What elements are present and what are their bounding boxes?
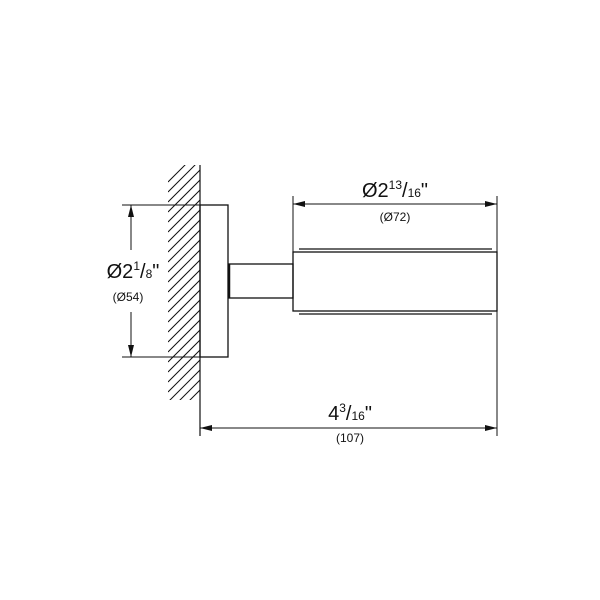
body-diameter-metric: (Ø72) <box>380 210 411 224</box>
hatch-line <box>168 319 200 353</box>
hatch-line <box>168 239 200 273</box>
hatch-line <box>168 299 200 333</box>
hatch-line <box>168 289 200 323</box>
hatch-line <box>179 379 200 400</box>
hatch-line <box>168 169 200 203</box>
hatch-line <box>168 179 200 213</box>
hatch-line <box>168 339 200 373</box>
hatch-line <box>189 389 200 400</box>
dimension-flange-diameter <box>122 204 200 358</box>
projection-metric: (107) <box>336 431 364 445</box>
hatch-line <box>168 430 200 462</box>
body-diameter-label: Ø213/16" <box>362 178 428 202</box>
hatch-line <box>199 399 200 400</box>
wall-hatching <box>168 165 200 462</box>
hatch-line <box>168 165 186 183</box>
projection-label: 43/16" <box>328 401 372 425</box>
hatch-line <box>168 249 200 283</box>
knob-body <box>292 251 498 312</box>
dimension-body-diameter <box>292 196 498 436</box>
flange-diameter-metric: (Ø54) <box>113 290 144 304</box>
hatch-line <box>168 349 200 383</box>
hatch-line <box>169 369 200 400</box>
hatch-line <box>168 209 200 243</box>
flange <box>199 204 229 358</box>
hatch-line <box>168 229 200 263</box>
hatch-line <box>168 309 200 343</box>
hatch-line <box>168 359 200 393</box>
hatch-line <box>168 259 200 293</box>
hatch-line <box>168 279 200 313</box>
hatch-line <box>168 219 200 253</box>
stem <box>228 263 294 299</box>
hatch-line <box>168 410 200 442</box>
flange-diameter-label: Ø21/8" <box>107 259 160 283</box>
hatch-line <box>168 165 196 193</box>
hatch-line <box>168 189 200 223</box>
hatch-line <box>168 269 200 303</box>
hatch-line <box>168 420 200 452</box>
